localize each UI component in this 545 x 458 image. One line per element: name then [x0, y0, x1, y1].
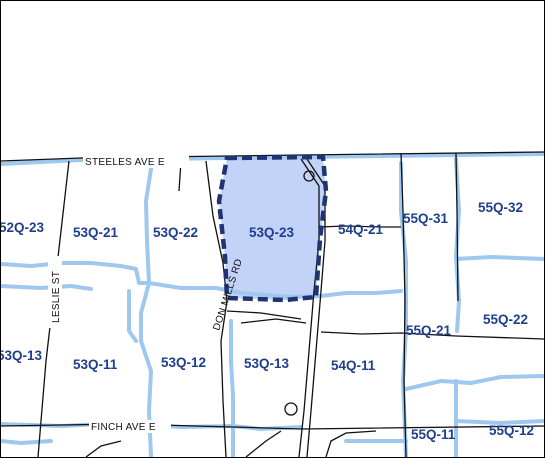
- zone-boundary-north: [1, 152, 544, 166]
- zone-boundary-south-d: [454, 419, 544, 425]
- zone-label[interactable]: 55Q-32: [478, 200, 523, 215]
- zone-boundary-mid-a: [89, 261, 151, 285]
- road-steeles: [1, 151, 544, 162]
- zone-label[interactable]: 53Q-22: [153, 225, 198, 240]
- zone-label[interactable]: 53Q-13: [244, 356, 290, 371]
- road-finch: [1, 423, 544, 430]
- road-east-1: [320, 331, 544, 340]
- selected-zone-border[interactable]: [216, 154, 329, 303]
- zone-boundary-west-a: [1, 261, 93, 268]
- roads: [1, 151, 544, 457]
- zone-label[interactable]: 55Q-22: [483, 312, 528, 327]
- zone-label[interactable]: 53Q-13: [1, 348, 43, 363]
- road-south-curve: [245, 430, 282, 457]
- road-v-455: [455, 152, 459, 302]
- road-curve-1: [226, 310, 302, 320]
- label-masks: [48, 155, 189, 433]
- zone-boundary-east-row: [319, 289, 403, 298]
- road-east-2: [318, 225, 401, 228]
- zone-label[interactable]: 54Q-11: [331, 358, 376, 373]
- interchange-south: [284, 402, 298, 416]
- selected-zone-fill[interactable]: [219, 157, 326, 300]
- zone-boundary-west-b: [1, 284, 93, 291]
- road-v-400: [400, 152, 407, 457]
- zone-label[interactable]: 55Q-21: [406, 323, 452, 338]
- road-south-curve-2: [325, 430, 377, 457]
- zone-boundary-v-4: [454, 157, 461, 333]
- zone-label[interactable]: 55Q-31: [403, 211, 449, 226]
- zone-boundary-v-2: [229, 319, 235, 457]
- zone-boundary-e-2: [404, 374, 544, 391]
- road-highway-w: [298, 158, 320, 457]
- road-leslie: [37, 160, 70, 457]
- road-curve-2: [240, 318, 307, 324]
- zone-boundary-v-3: [399, 161, 408, 457]
- zone-label[interactable]: 53Q-12: [161, 355, 206, 370]
- zone-boundary-v-1: [127, 289, 138, 343]
- interchange-north: [303, 170, 315, 182]
- zone-boundary-e-1: [454, 255, 544, 261]
- road-don-mills: [205, 160, 228, 457]
- street-label-finch: FINCH AVE E: [91, 422, 156, 433]
- street-label-steeles: STEELES AVE E: [85, 157, 165, 168]
- zone-label[interactable]: 54Q-21: [338, 222, 384, 237]
- zone-boundary-sw: [1, 439, 53, 445]
- zone-label[interactable]: 55Q-12: [489, 423, 534, 438]
- street-label-leslie: LESLIE ST: [51, 271, 62, 323]
- road-sw-curve: [85, 440, 122, 457]
- zone-boundaries: [1, 152, 544, 457]
- zone-label-selected[interactable]: 53Q-23: [249, 225, 295, 240]
- zone-label[interactable]: 55Q-11: [411, 427, 456, 442]
- zone-label[interactable]: 52Q-23: [1, 220, 45, 235]
- zone-label[interactable]: 53Q-21: [73, 225, 119, 240]
- zone-boundary-v-leslie: [139, 167, 153, 457]
- zone-label[interactable]: 53Q-11: [73, 357, 118, 372]
